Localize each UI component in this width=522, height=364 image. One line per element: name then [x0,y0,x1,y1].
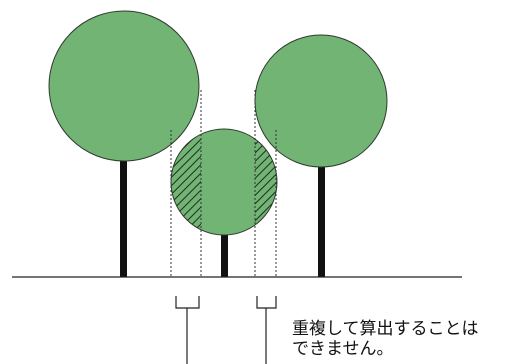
guide-lines [170,90,277,278]
right-tree-trunk [318,160,325,277]
left-tree-trunk [120,155,127,277]
overlap-bracket-right [256,296,277,309]
center-tree-trunk [221,228,228,277]
right-tree-canopy [254,34,388,168]
left-tree-canopy [48,10,200,162]
annotation-line-2: できません。 [292,339,394,359]
overlap-bracket-left [175,296,200,309]
annotation-line-1: 重複して算出することは [292,319,479,339]
annotation-text: 重複して算出することは できません。 [292,319,479,359]
